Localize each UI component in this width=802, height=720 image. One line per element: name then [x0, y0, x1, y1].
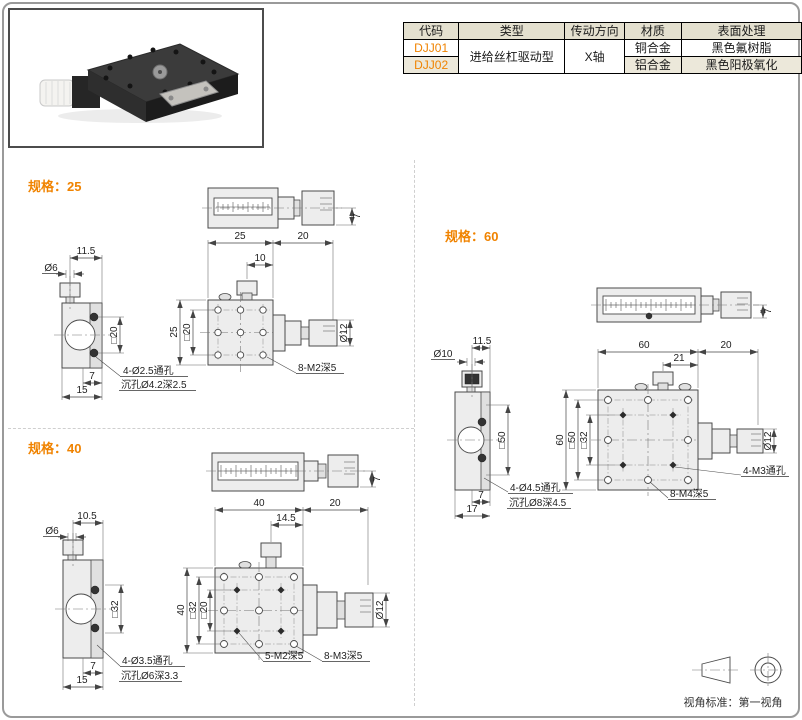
note-25-through-holes: 4-Ø2.5通孔 — [123, 365, 174, 377]
dim-60-base-offset: 7 — [478, 490, 484, 501]
product-photo-box — [8, 8, 264, 148]
spec-table: 代码 类型 传动方向 材质 表面处理 DJJ01 进给丝杠驱动型 X轴 铜合金 … — [402, 22, 802, 74]
dim-60-knob-dia: Ø10 — [434, 349, 453, 360]
micrometer-60 — [697, 422, 764, 460]
header-direction: 传动方向 — [564, 22, 625, 40]
note-40-counterbore: 沉孔Ø6深3.3 — [121, 669, 179, 682]
header-finish: 表面处理 — [681, 22, 802, 40]
micrometer-25 — [272, 314, 338, 352]
dim-60-hole-square-outer: □50 — [567, 431, 578, 449]
tap-holes-25 — [214, 306, 267, 359]
drawing-section-40: 7 10.5 Ø6 □32 7 15 — [43, 452, 390, 690]
dim-40-stage-height: 40 — [176, 604, 187, 616]
front-view-25: 25 20 10 — [169, 231, 354, 374]
dim-40-knob-offset: 10.5 — [77, 511, 97, 522]
dim-40-mic-length: 20 — [329, 498, 341, 509]
spec-row-djj02: DJJ02 铝合金 黑色阳极氧化 — [402, 56, 802, 74]
spec-table-header-row: 代码 类型 传动方向 材质 表面处理 — [402, 22, 802, 40]
dim-40-side-square: □32 — [110, 600, 121, 618]
dim-40-base-offset: 7 — [90, 661, 96, 672]
tap-holes-60 — [604, 396, 692, 484]
dim-25-mic-dia: Ø12 — [339, 323, 350, 342]
header-type: 类型 — [458, 22, 566, 40]
product-photo-illustration — [39, 43, 240, 123]
dim-60-base-width: 17 — [466, 504, 478, 515]
clamp-plate-photo — [159, 80, 219, 107]
finish-djj01: 黑色氟树脂 — [681, 39, 802, 57]
side-view-25: 11.5 Ø6 □20 7 15 4-Ø2.5通孔 沉孔Ø4.2深2.5 — [42, 246, 196, 400]
dim-25-base-offset: 7 — [89, 371, 95, 382]
dim-25-stage-width: 25 — [234, 231, 246, 242]
top-view-60: 7 — [591, 287, 774, 323]
stage-body-photo — [86, 43, 240, 122]
code-djj02: DJJ02 — [402, 56, 460, 74]
material-djj02: 铝合金 — [623, 56, 683, 74]
top-view-40: 7 — [206, 452, 383, 492]
dim-25-knob-dia: Ø6 — [44, 263, 58, 274]
cone-symbol-icon — [692, 656, 740, 684]
section-title-40: 规格：40 — [28, 441, 82, 456]
direction-value: X轴 — [564, 39, 625, 74]
dim-60-mic-dia: Ø12 — [763, 431, 774, 450]
target-circles-icon — [750, 653, 786, 687]
dim-40-travel-height: 7 — [372, 476, 383, 482]
note-40-center-taps: 5-M2深5 — [265, 650, 304, 662]
tap-holes-40 — [220, 573, 298, 648]
dim-60-mic-length: 20 — [720, 340, 732, 351]
dim-40-mic-dia: Ø12 — [375, 600, 386, 619]
section-title-25: 规格：25 — [28, 179, 82, 194]
dim-25-knob-center: 10 — [254, 253, 266, 264]
dim-60-knob-center: 21 — [673, 353, 685, 364]
top-view-25: 7 — [202, 187, 363, 229]
note-40-taps: 8-M3深5 — [324, 650, 363, 662]
dim-40-stage-width: 40 — [253, 498, 265, 509]
note-40-through-holes: 4-Ø3.5通孔 — [122, 655, 173, 667]
view-standard-label: 视角标准：第一视角 — [683, 697, 783, 709]
finish-djj02: 黑色阳极氧化 — [681, 56, 802, 74]
header-material: 材质 — [623, 22, 683, 40]
note-60-counterbore: 沉孔Ø8深4.5 — [509, 496, 567, 509]
dim-40-hole-square-inner: □20 — [199, 601, 210, 619]
dim-40-knob-dia: Ø6 — [45, 526, 59, 537]
dim-60-hole-square-inner: □32 — [579, 431, 590, 449]
note-60-through-taps: 4-M3通孔 — [743, 465, 786, 477]
note-60-taps: 8-M4深5 — [670, 488, 709, 500]
drawing-section-60: 7 11.5 Ø10 □50 7 — [431, 287, 789, 519]
projection-symbol — [692, 653, 786, 687]
dim-60-knob-offset: 11.5 — [473, 336, 492, 347]
section-title-60: 规格：60 — [445, 229, 499, 244]
spec-row-djj01: DJJ01 进给丝杠驱动型 X轴 铜合金 黑色氟树脂 — [402, 39, 802, 74]
dim-60-stage-width: 60 — [638, 340, 650, 351]
dim-25-knob-offset: 11.5 — [77, 246, 96, 257]
drawing-section-25: 7 11.5 Ø6 □20 7 — [42, 187, 363, 400]
material-djj01: 铜合金 — [623, 39, 683, 57]
section-divider-horizontal — [8, 428, 414, 429]
micrometer-40 — [302, 584, 374, 636]
type-value: 进给丝杠驱动型 — [458, 39, 566, 74]
dim-25-hole-square: □20 — [182, 323, 193, 341]
dim-25-travel-height: 7 — [352, 213, 363, 219]
front-view-60: 60 20 21 — [555, 340, 789, 500]
side-view-40: 10.5 Ø6 □32 7 15 4-Ø3.5通孔 沉孔Ø6深3.3 — [43, 511, 185, 690]
dim-40-base-width: 15 — [76, 675, 88, 686]
dim-40-knob-center: 14.5 — [276, 513, 296, 524]
code-djj01: DJJ01 — [402, 39, 460, 57]
dim-25-stage-height: 25 — [169, 326, 180, 338]
note-25-taps: 8-M2深5 — [298, 362, 337, 374]
dim-25-base-width: 15 — [76, 385, 88, 396]
dim-60-travel-height: 7 — [763, 308, 774, 314]
note-60-through-holes: 4-Ø4.5通孔 — [510, 482, 561, 494]
note-25-counterbore: 沉孔Ø4.2深2.5 — [121, 378, 187, 391]
header-code: 代码 — [402, 22, 460, 40]
front-view-40: 40 20 14.5 — [176, 498, 390, 662]
section-divider-vertical — [414, 160, 415, 706]
side-view-60: 11.5 Ø10 □50 7 17 4-Ø4.5通孔 沉孔Ø8深4.5 — [431, 336, 573, 519]
dim-60-side-square: □50 — [497, 431, 508, 449]
dim-25-side-square: □20 — [109, 326, 120, 344]
dim-25-mic-length: 20 — [297, 231, 309, 242]
dim-40-hole-square-outer: □32 — [188, 601, 199, 619]
dim-60-stage-height: 60 — [555, 434, 566, 446]
